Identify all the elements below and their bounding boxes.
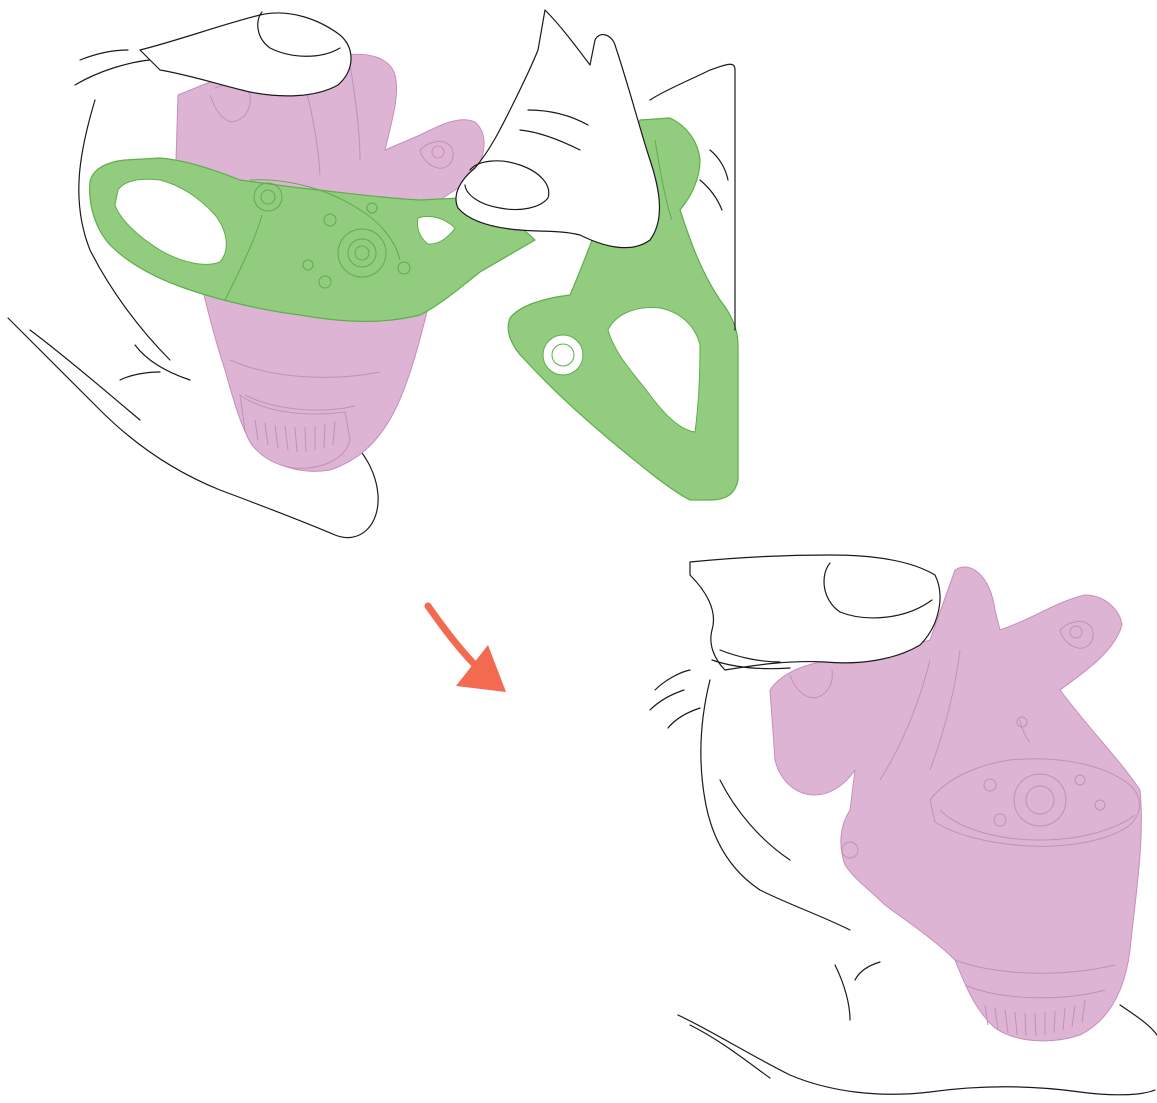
step-2-bracket-removed bbox=[650, 555, 1157, 1095]
step-1-removing-bracket bbox=[8, 10, 738, 538]
thumb-step-1 bbox=[140, 12, 351, 96]
arrow-down-right-icon bbox=[428, 606, 506, 692]
thumb-step-2 bbox=[690, 555, 940, 670]
